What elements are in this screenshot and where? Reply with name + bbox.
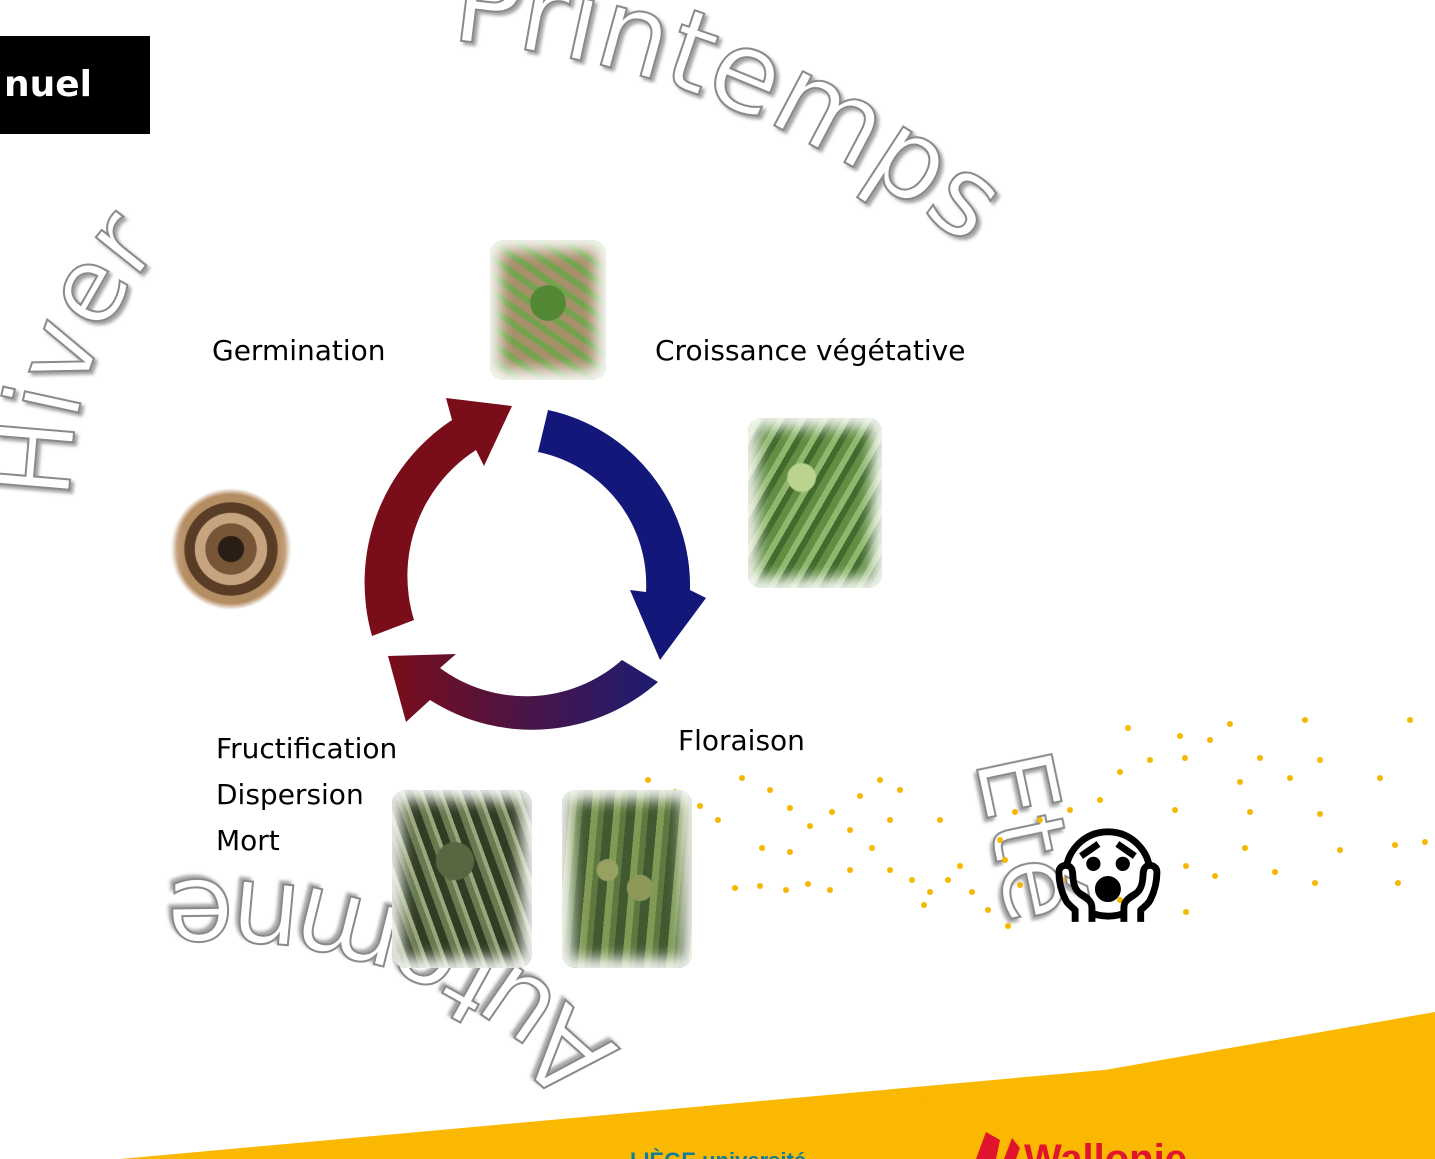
pollen-dots: [645, 717, 1428, 929]
stage-croissance: Croissance végétative: [655, 334, 966, 367]
rooster-icon: [976, 1132, 1020, 1159]
photo-seedling: [490, 240, 606, 380]
season-spring: Printemps: [447, 0, 1029, 268]
photo-vegetative-plant: [748, 418, 882, 588]
stage-dispersion: Dispersion: [216, 778, 364, 811]
footer-brand-text: Wallonie: [1024, 1137, 1187, 1159]
cycle-arrow-red: [364, 398, 512, 636]
title-badge: nuel: [0, 36, 150, 134]
scream-emoji-icon: 😱: [1053, 815, 1163, 937]
season-spring-text: Printemps: [446, 0, 1030, 269]
photo-seeds: [162, 470, 300, 628]
photo-fruiting-plant: [392, 790, 532, 968]
photo-flowering-plant: [562, 790, 692, 968]
stage-fructification-group: Fructification Dispersion Mort: [216, 726, 397, 864]
cycle-arrow-bottom: [388, 654, 658, 730]
footer-partner-text: LIÈGE université: [630, 1148, 806, 1159]
footer-band-edge: [820, 1012, 1435, 1150]
season-winter: Hiver: [0, 186, 181, 502]
stage-floraison: Floraison: [678, 724, 805, 757]
cycle-arrow-blue: [538, 410, 706, 660]
stage-mort: Mort: [216, 824, 280, 857]
stage-fructification: Fructification: [216, 732, 398, 765]
season-winter-text: Hiver: [0, 185, 182, 503]
title-badge-text: nuel: [4, 64, 93, 105]
stage-germination: Germination: [212, 334, 386, 367]
